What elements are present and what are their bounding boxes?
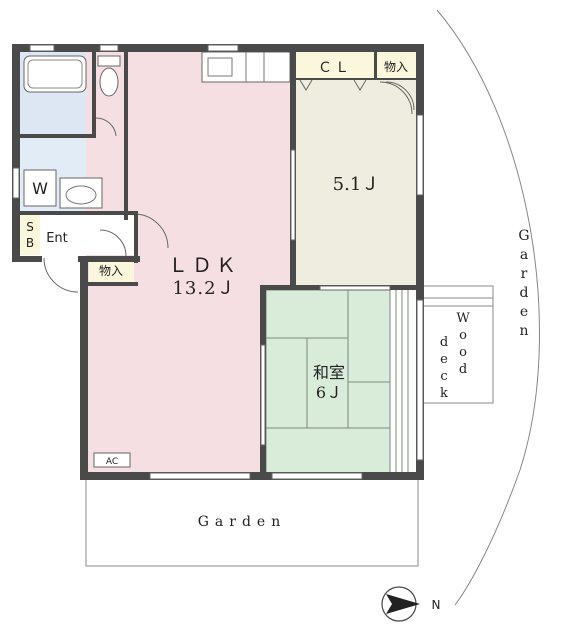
door-swings — [43, 81, 415, 293]
shoebox-b-label: B — [26, 236, 34, 250]
shoebox-floor — [20, 215, 40, 255]
svg-text:r: r — [521, 266, 528, 282]
svg-text:e: e — [520, 304, 528, 320]
svg-text:d: d — [440, 335, 448, 350]
svg-text:d: d — [520, 285, 529, 301]
garden-bottom-label: Garden — [198, 514, 287, 530]
aircon-box — [93, 452, 131, 468]
svg-text:d: d — [459, 362, 467, 377]
closet-door-marks — [299, 79, 413, 115]
ldk-label: ＬＤＫ — [168, 253, 240, 277]
svg-text:a: a — [520, 247, 528, 263]
toilet-bowl — [99, 67, 119, 97]
wood-deck-area — [422, 285, 494, 404]
bathtub — [23, 55, 87, 93]
svg-text:W: W — [456, 311, 470, 326]
wood-deck-label: W o o d d e c k — [440, 311, 470, 401]
shoebox-s-label: S — [26, 220, 34, 234]
aircon-label: AC — [106, 457, 118, 467]
storage-lower-floor — [89, 260, 134, 282]
svg-text:o: o — [459, 345, 467, 360]
svg-text:c: c — [440, 369, 447, 384]
washer-space — [23, 169, 57, 207]
storage-upper-label: 物入 — [384, 60, 408, 74]
garden-right-label: G a r d e n — [518, 228, 529, 339]
svg-text:n: n — [519, 323, 528, 339]
compass-north-label: N — [432, 598, 441, 612]
ldk-size-label: 13.2Ｊ — [172, 278, 235, 299]
svg-text:o: o — [459, 328, 467, 343]
windows — [12, 44, 424, 480]
garden-boundary-curve — [436, 9, 540, 606]
svg-text:G: G — [518, 228, 529, 244]
washitsu-label: 和室 — [313, 363, 345, 382]
svg-text:e: e — [440, 352, 448, 367]
storage-lower-label: 物入 — [99, 264, 123, 278]
entrance-label: Ent — [46, 231, 68, 246]
western-room-size-label: 5.1Ｊ — [333, 174, 380, 195]
western-room-floor — [296, 80, 416, 285]
washbasin — [59, 177, 103, 209]
closet-floor — [296, 52, 374, 80]
washitsu-size-label: 6Ｊ — [316, 383, 342, 402]
washer-label: W — [32, 179, 48, 198]
toilet-tank — [97, 55, 121, 67]
closet-label: ＣＬ — [318, 60, 352, 76]
entrance-floor — [40, 215, 136, 255]
storage-upper-floor — [376, 52, 416, 80]
compass-icon: N — [381, 586, 441, 622]
svg-text:k: k — [440, 386, 448, 401]
